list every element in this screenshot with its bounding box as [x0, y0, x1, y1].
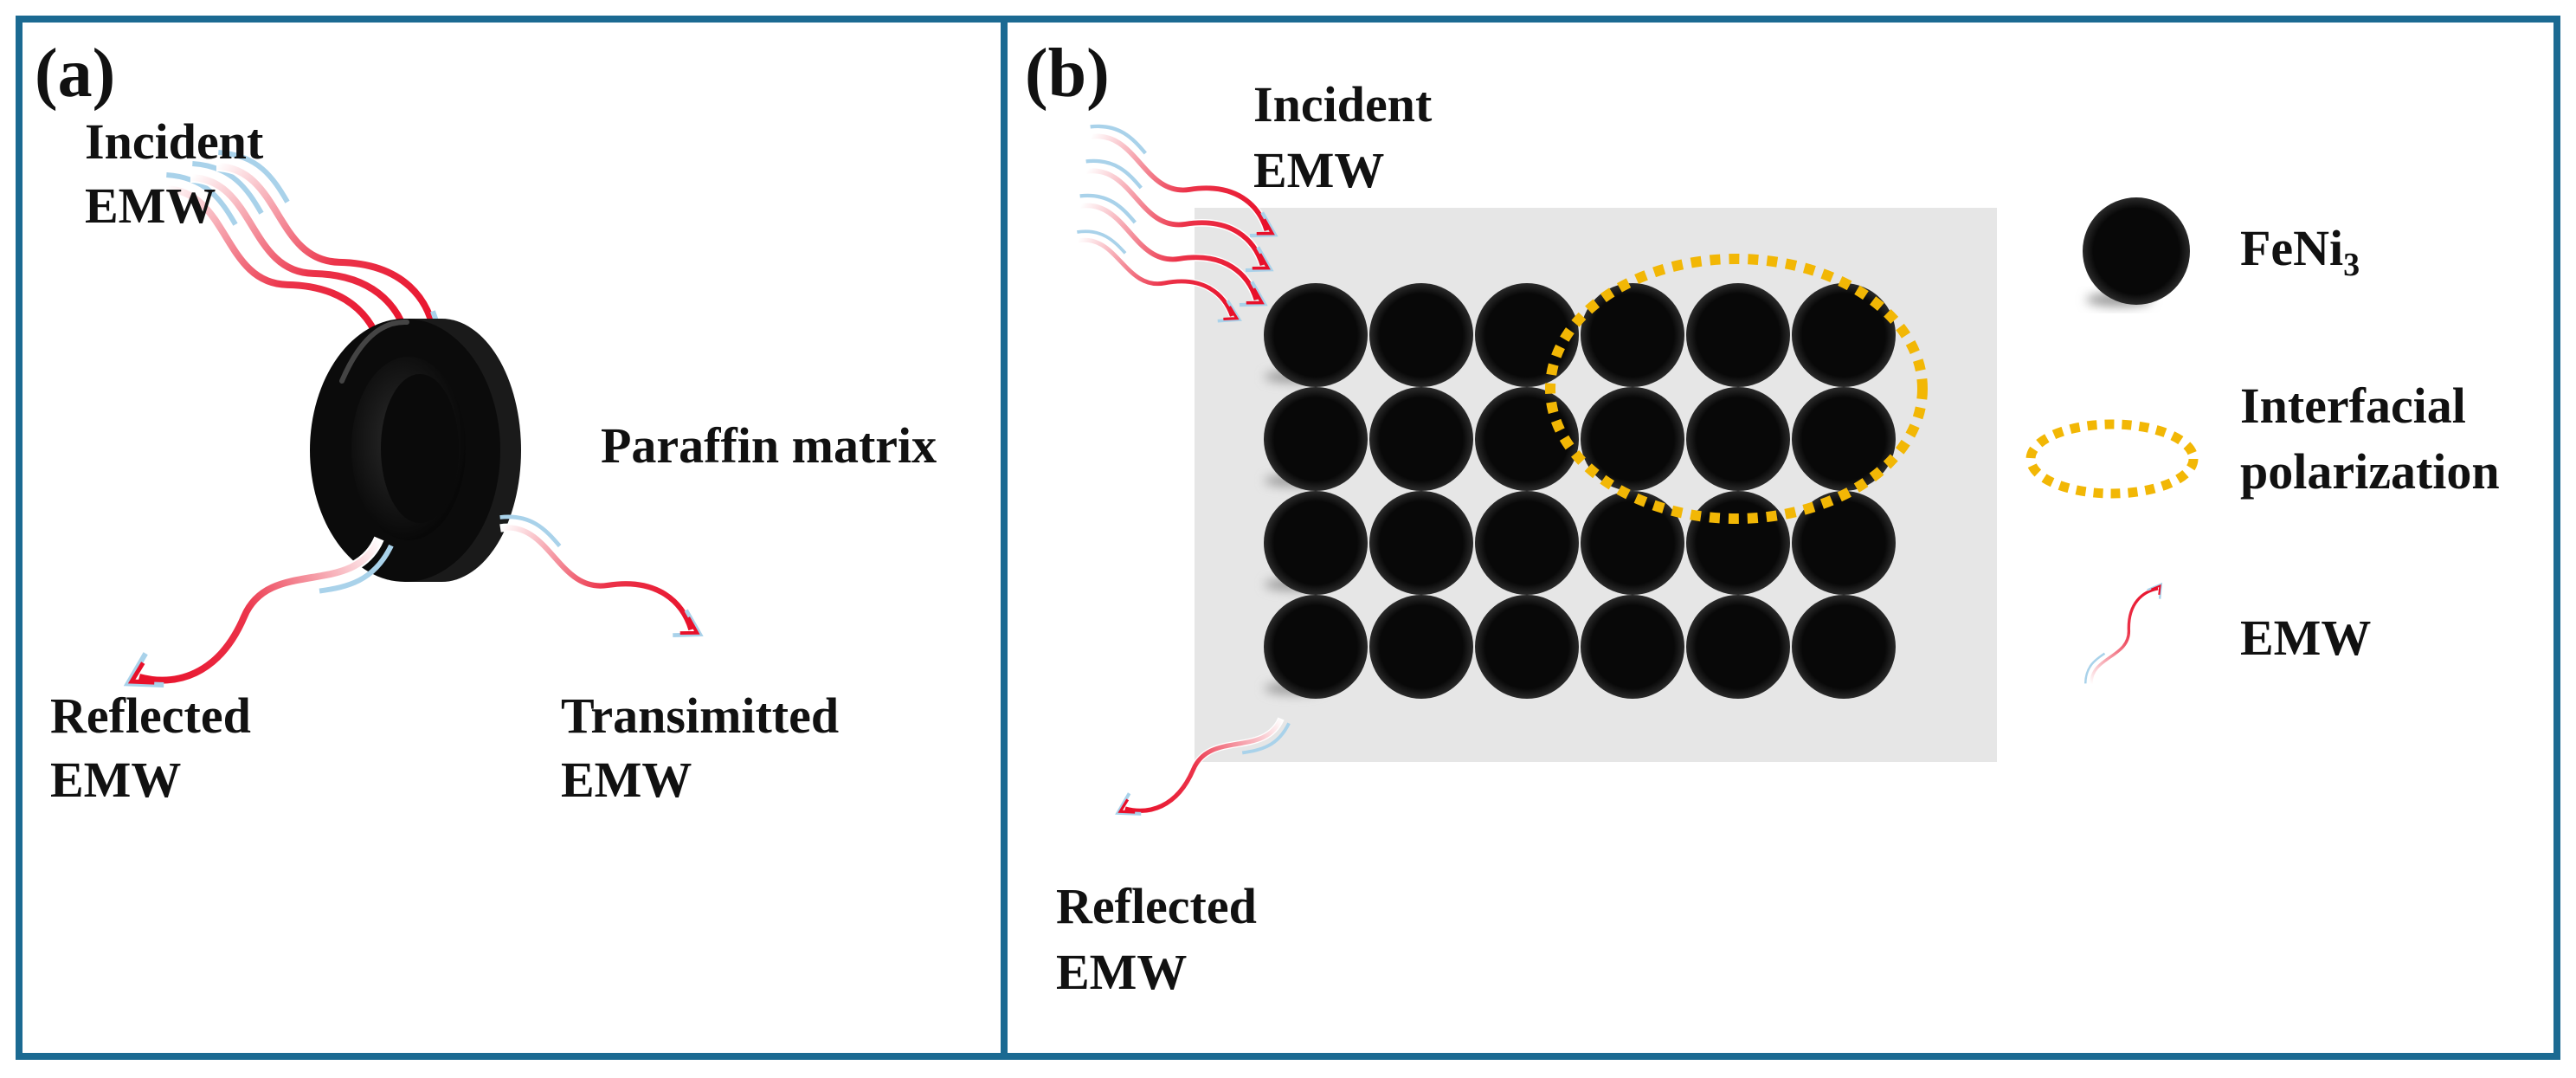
feni3-particle: [1475, 283, 1579, 387]
legend-polarization-label-line1: Interfacial: [2240, 378, 2466, 434]
legend-polarization-label-line2: polarization: [2240, 443, 2500, 500]
panel-a-tag: (a): [35, 36, 116, 112]
feni3-particle: [1264, 283, 1368, 387]
feni3-particle-grid: [1264, 283, 1896, 699]
panel-b-incident-label-line1: Incident: [1253, 76, 1433, 132]
feni3-particle: [1264, 595, 1368, 699]
panel-a-reflected-label-line1: Reflected: [50, 687, 251, 744]
feni3-particle: [1792, 595, 1896, 699]
paraffin-ring: [310, 319, 521, 582]
feni3-particle: [1581, 283, 1684, 387]
feni3-particle: [1369, 283, 1473, 387]
feni3-particle: [1475, 595, 1579, 699]
panel-a-transmitted-wave: [489, 507, 710, 646]
panel-b-tag: (b): [1025, 36, 1110, 112]
panel-b-frame: [1001, 16, 2560, 1060]
panel-b-reflected-label-line1: Reflected: [1056, 878, 1257, 934]
paraffin-matrix-label: Paraffin matrix: [601, 417, 937, 474]
interfacial-polarization-ring: [1545, 254, 1928, 524]
panel-a-reflected-label-line2: EMW: [50, 752, 182, 808]
feni3-particle: [1264, 491, 1368, 595]
feni3-particle: [1581, 491, 1684, 595]
panel-b-reflected-label-line2: EMW: [1056, 944, 1188, 1000]
legend-feni3-label: FeNi3: [2240, 216, 2360, 297]
feni3-particle: [1686, 387, 1790, 491]
feni3-particle: [1581, 595, 1684, 699]
panel-a-transmitted-label-line2: EMW: [561, 752, 692, 808]
feni3-particle: [1792, 491, 1896, 595]
feni3-particle: [1686, 283, 1790, 387]
legend-feni3-icon: [2083, 197, 2190, 305]
feni3-particle: [1369, 595, 1473, 699]
legend-emw-label: EMW: [2240, 610, 2372, 666]
panel-a-incident-label-line2: EMW: [85, 178, 216, 234]
feni3-particle: [1792, 283, 1896, 387]
panel-b-incident-label-line2: EMW: [1253, 142, 1385, 198]
feni3-particle: [1475, 491, 1579, 595]
panel-a-transmitted-label-line1: Transimitted: [561, 687, 840, 744]
panel-a-incident-label-line1: Incident: [85, 113, 264, 170]
legend-polarization-icon: [2025, 419, 2199, 499]
legend-feni3-subscript: 3: [2343, 247, 2360, 283]
feni3-particle: [1264, 387, 1368, 491]
feni3-particle: [1369, 387, 1473, 491]
feni3-particle: [1475, 387, 1579, 491]
feni3-particle: [1686, 595, 1790, 699]
feni3-particle: [1581, 387, 1684, 491]
feni3-particle: [1792, 387, 1896, 491]
feni3-particle: [1686, 491, 1790, 595]
legend-feni3-text: FeNi: [2240, 220, 2344, 276]
feni3-particle: [1369, 491, 1473, 595]
legend-wave-icon: [2081, 578, 2167, 690]
